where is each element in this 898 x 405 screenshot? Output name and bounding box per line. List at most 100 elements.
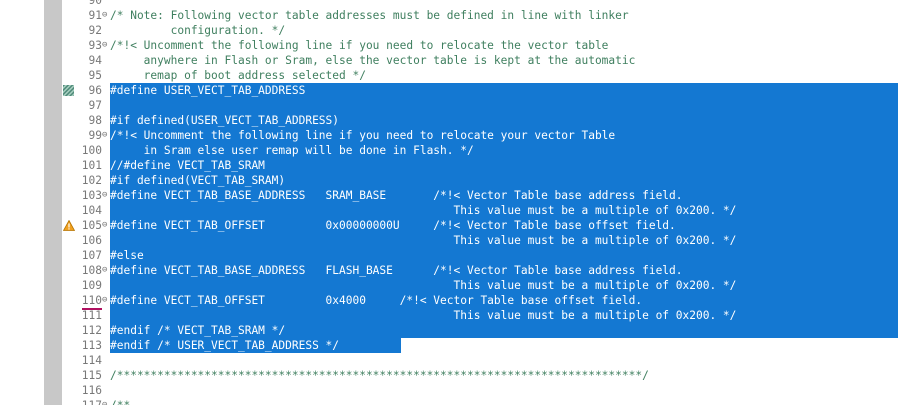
selection-highlight: [110, 158, 898, 173]
line-gutter: 107: [62, 248, 110, 263]
fold-collapse-icon[interactable]: ⊖: [102, 40, 108, 50]
fold-collapse-icon[interactable]: ⊖: [102, 295, 108, 305]
selection-highlight: [110, 128, 898, 143]
line-gutter: 109: [62, 278, 110, 293]
line-gutter: 115: [62, 368, 110, 383]
code-line[interactable]: 99⊖/*!< Uncomment the following line if …: [62, 128, 898, 143]
code-line[interactable]: 101//#define VECT_TAB_SRAM: [62, 158, 898, 173]
line-number: 111: [81, 309, 102, 322]
code-line[interactable]: 97: [62, 98, 898, 113]
line-gutter: 93⊖: [62, 38, 110, 53]
code-line[interactable]: 96 #define USER_VECT_TAB_ADDRESS: [62, 83, 898, 98]
selection-highlight: [110, 188, 898, 203]
line-gutter: 117⊖: [62, 398, 110, 405]
line-gutter: 113: [62, 338, 110, 353]
code-line[interactable]: 115/************************************…: [62, 368, 898, 383]
selection-highlight: [110, 203, 898, 218]
line-gutter: 110⊖: [62, 293, 110, 310]
code-line[interactable]: 112 #endif /* VECT_TAB_SRAM */: [62, 323, 898, 338]
code-text: /*!< Uncomment the following line if you…: [110, 39, 609, 52]
line-number: 95: [88, 69, 102, 82]
code-line[interactable]: 106 This value must be a multiple of 0x2…: [62, 233, 898, 248]
code-line[interactable]: 116: [62, 383, 898, 398]
line-number: 100: [81, 144, 102, 157]
line-gutter: 116: [62, 383, 110, 398]
line-number: 92: [88, 24, 102, 37]
fold-collapse-icon[interactable]: ⊖: [102, 130, 108, 140]
code-text: #define VECT_TAB_OFFSET 0x4000 /*!< Vect…: [110, 294, 643, 307]
line-gutter: 97: [62, 98, 110, 113]
line-number: 106: [81, 234, 102, 247]
code-text: #else: [110, 249, 144, 262]
fold-collapse-icon[interactable]: ⊖: [102, 10, 108, 20]
fold-collapse-icon[interactable]: ⊖: [102, 190, 108, 200]
code-line[interactable]: 93⊖/*!< Uncomment the following line if …: [62, 38, 898, 53]
line-number: 107: [81, 249, 102, 262]
line-gutter: 114: [62, 353, 110, 368]
code-line[interactable]: 111 This value must be a multiple of 0x2…: [62, 308, 898, 323]
code-line[interactable]: 110⊖#define VECT_TAB_OFFSET 0x4000 /*!< …: [62, 293, 898, 310]
overview-ruler: [0, 0, 44, 405]
fold-collapse-icon[interactable]: ⊖: [102, 400, 108, 405]
selection-highlight: [110, 83, 898, 98]
line-number: 93: [88, 39, 102, 52]
line-number: 115: [81, 369, 102, 382]
line-gutter: 96: [62, 83, 110, 98]
line-gutter: 90: [62, 0, 110, 8]
fold-collapse-icon[interactable]: ⊖: [102, 265, 108, 275]
code-text: This value must be a multiple of 0x200. …: [110, 309, 737, 322]
line-gutter: 92: [62, 23, 110, 38]
line-number: 102: [81, 174, 102, 187]
line-number: 105: [81, 219, 102, 232]
warning-triangle-icon[interactable]: [62, 219, 76, 231]
code-line[interactable]: 90: [62, 0, 898, 8]
code-line[interactable]: 98#if defined(USER_VECT_TAB_ADDRESS): [62, 113, 898, 128]
code-line[interactable]: 94 anywhere in Flash or Sram, else the v…: [62, 53, 898, 68]
code-line[interactable]: 100 in Sram else user remap will be done…: [62, 143, 898, 158]
code-line[interactable]: 91⊖/* Note: Following vector table addre…: [62, 8, 898, 23]
selection-highlight: [110, 113, 898, 128]
code-text: #endif /* VECT_TAB_SRAM */: [110, 324, 286, 337]
code-line[interactable]: 104 This value must be a multiple of 0x2…: [62, 203, 898, 218]
line-number: 116: [81, 384, 102, 397]
code-line[interactable]: 107 #else: [62, 248, 898, 263]
line-number: 114: [81, 354, 102, 367]
selection-highlight: [110, 173, 898, 188]
code-line[interactable]: 102#if defined(VECT_TAB_SRAM): [62, 173, 898, 188]
code-line[interactable]: 109 This value must be a multiple of 0x2…: [62, 278, 898, 293]
line-gutter: 94: [62, 53, 110, 68]
line-gutter: 95: [62, 68, 110, 83]
line-gutter: 111: [62, 308, 110, 323]
code-line[interactable]: 108⊖#define VECT_TAB_BASE_ADDRESS FLASH_…: [62, 263, 898, 278]
code-text: /**: [110, 398, 130, 405]
code-text: //#define VECT_TAB_SRAM: [110, 159, 265, 172]
code-text: in Sram else user remap will be done in …: [110, 144, 474, 157]
line-number: 90: [88, 0, 102, 7]
code-text: remap of boot address selected */: [110, 69, 366, 82]
code-line[interactable]: 114: [62, 353, 898, 368]
selection-highlight: [110, 233, 898, 248]
line-gutter: 91⊖: [62, 8, 110, 23]
selection-highlight: [110, 263, 898, 278]
line-number: 117: [82, 398, 102, 405]
line-number: 113: [81, 339, 102, 352]
code-text: #define USER_VECT_TAB_ADDRESS: [110, 84, 306, 97]
line-number: 103: [81, 189, 102, 202]
code-line[interactable]: 92 configuration. */: [62, 23, 898, 38]
line-number: 94: [88, 54, 102, 67]
code-text: #if defined(USER_VECT_TAB_ADDRESS): [110, 114, 340, 127]
code-line[interactable]: 103⊖#define VECT_TAB_BASE_ADDRESS SRAM_B…: [62, 188, 898, 203]
line-number: 91: [88, 9, 102, 22]
code-line[interactable]: 117⊖/**: [62, 398, 898, 405]
line-gutter: 112: [62, 323, 110, 338]
code-text: anywhere in Flash or Sram, else the vect…: [110, 54, 636, 67]
line-number: 96: [88, 84, 102, 97]
line-number: 112: [81, 324, 102, 337]
line-gutter: 100: [62, 143, 110, 158]
fold-collapse-icon[interactable]: ⊖: [102, 220, 108, 230]
code-line[interactable]: 113#endif /* USER_VECT_TAB_ADDRESS */: [62, 338, 898, 353]
code-line[interactable]: 95 remap of boot address selected */: [62, 68, 898, 83]
line-gutter: 104: [62, 203, 110, 218]
code-line[interactable]: 105⊖#define VECT_TAB_OFFSET 0x00000000U …: [62, 218, 898, 233]
